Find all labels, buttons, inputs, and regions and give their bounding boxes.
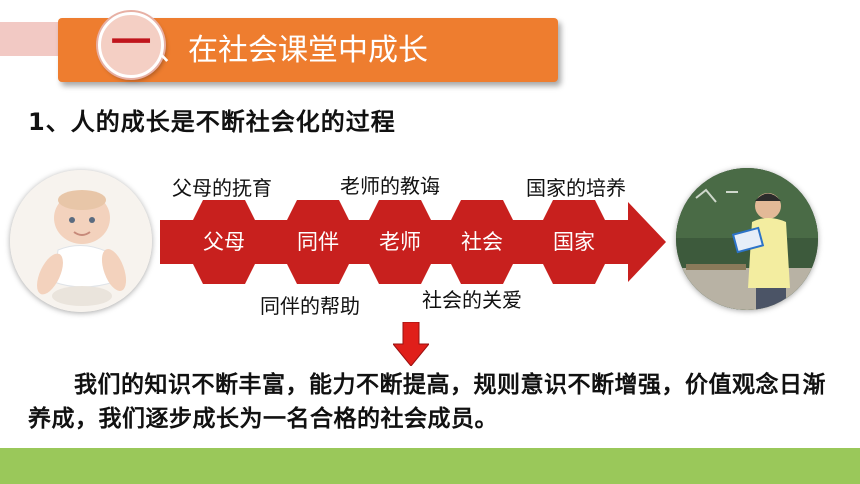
teacher-illustration bbox=[676, 168, 818, 310]
title-text: 在社会课堂中成长 bbox=[188, 33, 428, 68]
bottom-green-band bbox=[0, 448, 860, 484]
baby-illustration bbox=[10, 170, 152, 312]
flow-node-country: 国家 bbox=[532, 200, 616, 284]
flow-node-parents: 父母 bbox=[182, 200, 266, 284]
caption-teachers: 老师的教诲 bbox=[340, 174, 440, 198]
caption-peers: 同伴的帮助 bbox=[260, 294, 360, 318]
flow-node-teachers: 老师 bbox=[358, 200, 442, 284]
page-title: 、在社会课堂中成长 bbox=[158, 26, 428, 76]
teacher-photo bbox=[676, 168, 818, 310]
flow-node-society: 社会 bbox=[440, 200, 524, 284]
baby-photo bbox=[10, 170, 152, 312]
caption-parents: 父母的抚育 bbox=[172, 176, 272, 200]
flow-node-peers: 同伴 bbox=[276, 200, 360, 284]
section-number-badge: 一 bbox=[98, 12, 164, 78]
section-heading: 1、人的成长是不断社会化的过程 bbox=[28, 108, 396, 136]
conclusion-text: 我们的知识不断丰富，能力不断提高，规则意识不断增强，价值观念日渐养成，我们逐步成… bbox=[28, 372, 826, 432]
down-arrow-icon bbox=[393, 322, 429, 366]
caption-society: 社会的关爱 bbox=[422, 288, 522, 312]
title-separator: 、 bbox=[158, 33, 188, 68]
caption-country: 国家的培养 bbox=[526, 176, 626, 200]
